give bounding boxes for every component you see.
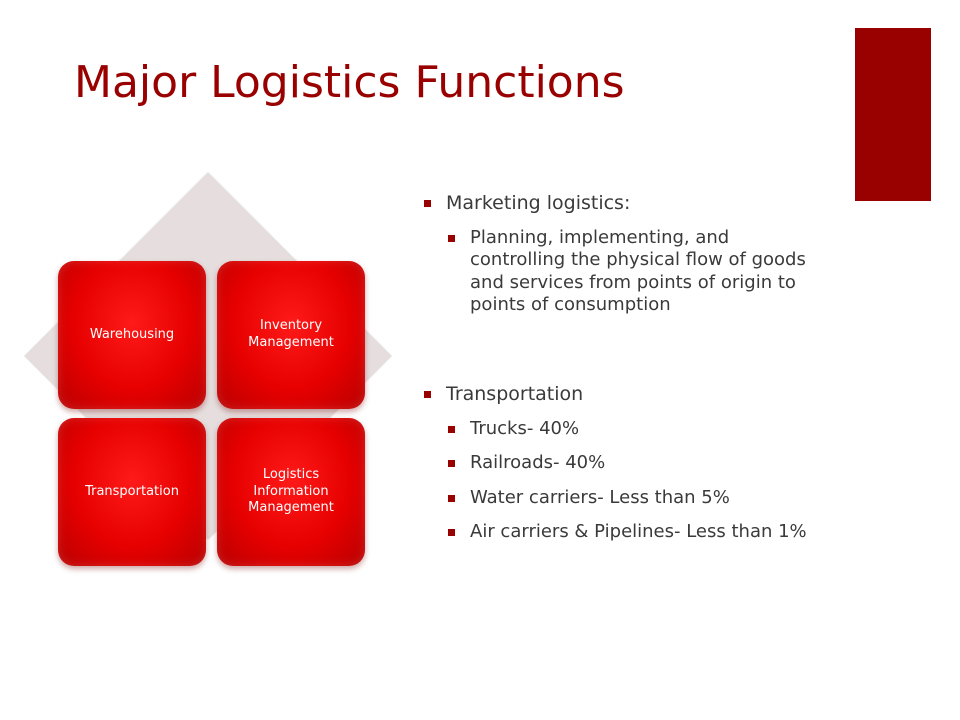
slide-title: Major Logistics Functions [74, 57, 625, 108]
bullet-text: Trucks- 40% [470, 417, 580, 439]
bullet-square-icon [448, 234, 455, 242]
bullet-square-icon [448, 494, 455, 502]
bullet-content: Marketing logistics: Planning, implement… [424, 192, 824, 544]
bullet-square-icon [448, 425, 455, 433]
marketing-sub-list: Planning, implementing, and controlling … [424, 227, 824, 317]
bullet-text: Marketing logistics: [446, 192, 631, 214]
tile-logistics-information-management: Logistics Information Management [217, 418, 365, 566]
tile-warehousing: Warehousing [58, 261, 206, 409]
bullet-square-icon [424, 390, 431, 398]
list-item: Railroads- 40% [448, 452, 824, 475]
bullet-text: Transportation [446, 382, 584, 405]
tile-label: Logistics Information Management [248, 466, 334, 516]
list-item: Water carriers- Less than 5% [448, 487, 824, 510]
list-item: Trucks- 40% [448, 418, 824, 441]
transportation-sub-list: Trucks- 40% Railroads- 40% Water carrier… [424, 418, 824, 544]
bullet-marketing-heading: Marketing logistics: [424, 192, 824, 215]
bullet-text: Planning, implementing, and controlling … [470, 226, 806, 316]
list-item: Planning, implementing, and controlling … [448, 227, 824, 317]
bullet-text: Air carriers & Pipelines- Less than 1% [470, 521, 807, 543]
tile-transportation: Transportation [58, 418, 206, 566]
tile-label: Inventory Management [248, 318, 334, 350]
bullet-square-icon [448, 460, 455, 468]
accent-bar [855, 28, 931, 201]
list-item: Air carriers & Pipelines- Less than 1% [448, 521, 824, 544]
bullet-transportation-heading: Transportation [424, 383, 824, 406]
tile-inventory-management: Inventory Management [217, 261, 365, 409]
bullet-square-icon [424, 200, 431, 207]
bullet-square-icon [448, 529, 455, 537]
tile-label: Warehousing [89, 326, 175, 342]
tile-label: Transportation [85, 483, 179, 499]
bullet-text: Water carriers- Less than 5% [470, 486, 730, 508]
bullet-text: Railroads- 40% [470, 452, 606, 474]
